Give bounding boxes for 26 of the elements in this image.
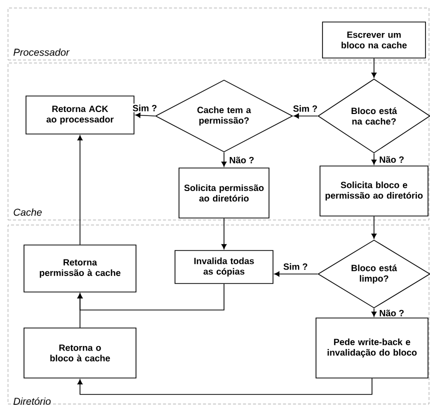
arrow	[371, 216, 377, 239]
edge-label: Sim ?	[292, 104, 318, 113]
process-box: Solicita bloco e permissão ao diretório	[320, 166, 428, 216]
arrow	[135, 112, 156, 118]
arrow	[221, 152, 227, 167]
node-label: Bloco está limpo?	[352, 264, 398, 284]
process-box: Solicita permissão ao diretório	[178, 168, 270, 218]
arrow	[294, 113, 318, 119]
arrow	[371, 58, 377, 78]
edge-label: Não ?	[228, 156, 256, 164]
process-box: Retorna permissão à cache	[24, 244, 136, 292]
process-box: Invalida todas as cópias	[174, 250, 274, 284]
edge-label: Sim ?	[132, 104, 158, 112]
process-box: Pede write-back e invalidação do bloco	[316, 318, 428, 378]
arrow	[371, 308, 377, 317]
process-box: Escrever um bloco na cache	[322, 22, 426, 58]
edge-label: Não ?	[378, 155, 406, 164]
arrow	[221, 218, 227, 250]
arrow	[77, 378, 372, 395]
process-box: Retorna o bloco à cache	[24, 328, 136, 378]
arrow	[274, 271, 318, 277]
arrow	[77, 293, 83, 328]
edge-label: Não ?	[378, 308, 406, 318]
edge-label: Sim ?	[282, 262, 309, 271]
arrow	[77, 135, 83, 245]
arrow	[371, 153, 377, 165]
